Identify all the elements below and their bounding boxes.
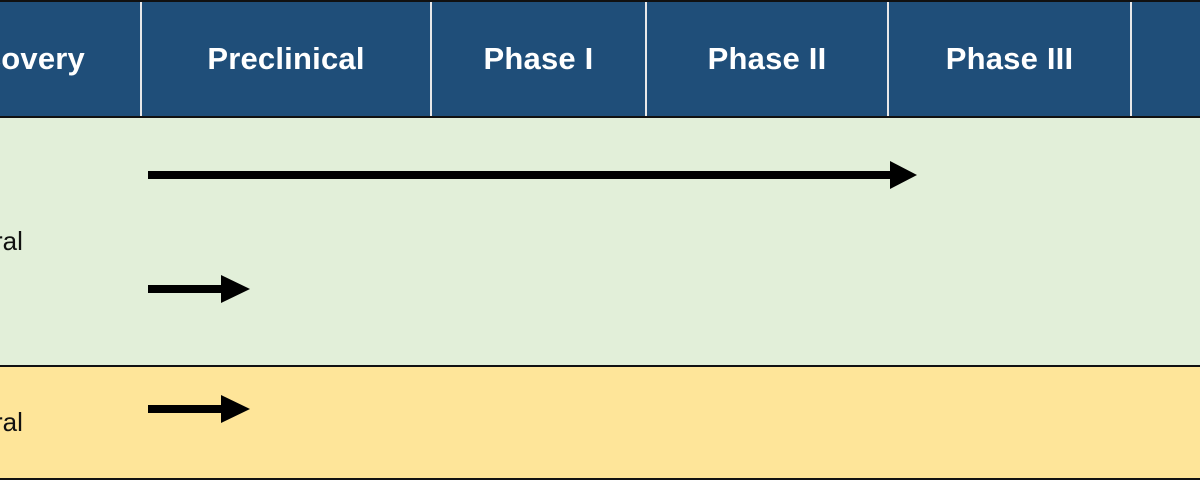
header-col-preclinical: Preclinical <box>142 2 432 116</box>
pipeline-row-2: ral <box>0 367 1200 480</box>
header-col-phase3: Phase III <box>889 2 1132 116</box>
header-col-phase1: Phase I <box>432 2 647 116</box>
header-col-label: Phase III <box>945 41 1074 76</box>
header-col-phase2: Phase II <box>647 2 889 116</box>
header-col-label: Discovery <box>0 41 85 76</box>
row-label: ral <box>0 407 23 437</box>
row-label: ral <box>0 226 23 256</box>
header-col-label: Phase II <box>707 41 827 76</box>
phase-header-row: Discovery Preclinical Phase I Phase II P… <box>0 0 1200 118</box>
pipeline-row-1: ral <box>0 118 1200 367</box>
header-col-label: Phase I <box>483 41 594 76</box>
header-col-discovery: Discovery <box>0 2 142 116</box>
header-col-label: Preclinical <box>207 41 365 76</box>
header-col-approval <box>1132 2 1200 116</box>
